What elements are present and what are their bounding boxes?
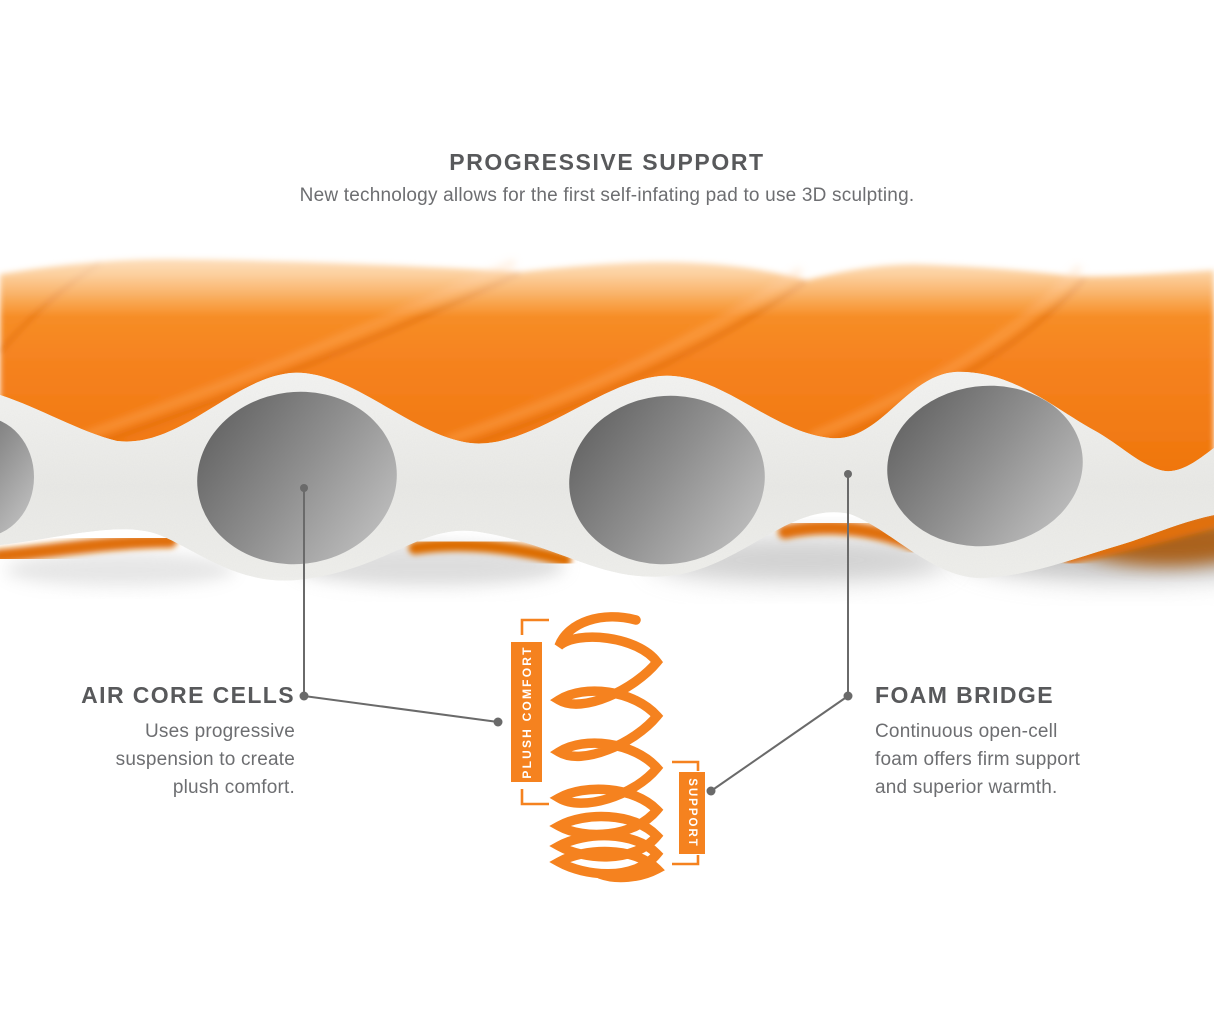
air-core-cells-line: suspension to create [115, 749, 295, 770]
foam-bridge-heading: FOAM BRIDGE [875, 682, 1054, 708]
callout-air-core-cells: AIR CORE CELLS Uses progressive suspensi… [81, 682, 295, 802]
air-core-cells-line: plush comfort. [172, 777, 295, 798]
bottom-fade [0, 575, 1214, 645]
air-core-holes [0, 385, 1083, 565]
page-title: PROGRESSIVE SUPPORT [449, 149, 765, 175]
support-label: SUPPORT [679, 772, 705, 854]
support-label-text: SUPPORT [686, 778, 698, 848]
top-fade [0, 222, 1214, 317]
plush-comfort-label-text: PLUSH COMFORT [519, 645, 534, 779]
label-brackets [520, 618, 700, 866]
callout-foam-bridge: FOAM BRIDGE Continuous open-cell foam of… [875, 682, 1080, 802]
foam-bridge-line: and superior warmth. [875, 777, 1058, 798]
foam-bridge-line: foam offers firm support [875, 749, 1081, 770]
spring-icon [549, 612, 665, 883]
callout-connectors [299, 470, 853, 796]
page-subtitle: New technology allows for the first self… [299, 185, 915, 206]
air-core-cells-heading: AIR CORE CELLS [81, 682, 295, 708]
air-core-cells-line: Uses progressive [145, 721, 295, 742]
foam-bridge-line: Continuous open-cell [875, 721, 1058, 742]
plush-comfort-label: PLUSH COMFORT [511, 642, 542, 782]
